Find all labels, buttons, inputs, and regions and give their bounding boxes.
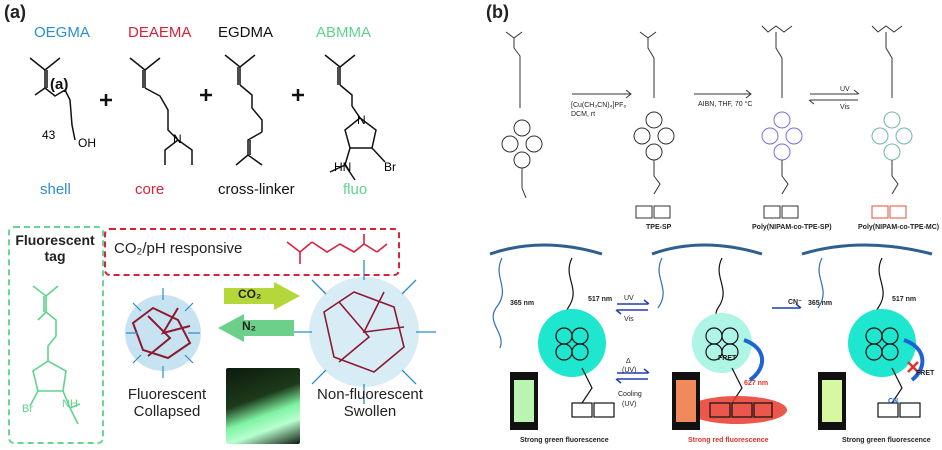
monomer-structures <box>29 54 386 181</box>
arrow-co2-label: CO₂ <box>238 287 262 301</box>
vial-photo <box>226 368 300 444</box>
caption-green-1: Strong green fluorescence <box>520 437 609 444</box>
compound-tpe-sp: TPE-SP <box>646 224 672 231</box>
label-uv: UV <box>624 295 634 302</box>
oegma-subscript: 43 <box>42 128 56 142</box>
label-365nm-3: 365 nm <box>808 300 833 307</box>
monomer-name-oegma: OEGMA <box>34 24 90 41</box>
role-shell: shell <box>40 181 71 198</box>
label-627nm: 627 nm <box>744 380 769 387</box>
label-cn-minus: CN⁻ <box>788 299 802 306</box>
co2-ph-structure <box>286 234 388 264</box>
abmma-hn: HN <box>334 160 352 174</box>
inner-panel-label: (a) <box>50 76 69 93</box>
compound-poly-tpe-sp: Poly(NIPAM-co-TPE-SP) <box>752 224 832 231</box>
panel-a-label: (a) <box>4 2 26 22</box>
scheme-uv: UV <box>840 86 850 93</box>
scheme-vis: Vis <box>840 104 850 111</box>
caption-green-2: Strong green fluorescence <box>842 437 931 444</box>
abmma-nitrogen: N <box>357 113 366 127</box>
caption-red: Strong red fluorescence <box>688 437 769 444</box>
nanogel-swollen <box>292 260 436 404</box>
label-fret-2: FRET <box>916 370 935 377</box>
co2-ph-responsive-box <box>104 228 400 276</box>
abmma-br: Br <box>384 160 396 174</box>
panel-b-label: (b) <box>486 2 509 22</box>
vial-green-1 <box>510 372 538 430</box>
nanogel-collapsed <box>125 288 201 378</box>
reagents-step-1: [Cu(CH₃CN)₄]PF₆ DCM, rt <box>571 102 627 118</box>
label-delta-uv: (UV) <box>622 367 637 374</box>
vial-green-2 <box>818 372 846 430</box>
oegma-oh: OH <box>78 136 96 150</box>
deaema-nitrogen: N <box>173 132 182 146</box>
label-fret-1: FRET <box>718 355 737 362</box>
monomer-name-deaema: DEAEMA <box>128 24 192 41</box>
label-517nm-3: 517 nm <box>892 296 917 303</box>
monomer-name-abmma: ABMMA <box>316 24 372 41</box>
label-vis: Vis <box>624 316 634 323</box>
label-delta: Δ <box>626 358 631 365</box>
fluorescent-tag-box <box>8 226 104 444</box>
swollen-label: Non-fluorescent Swollen <box>317 386 423 420</box>
collapsed-label: Fluorescent Collapsed <box>127 386 207 420</box>
label-cn: CN <box>888 398 899 405</box>
monomer-name-egdma: EGDMA <box>218 24 274 41</box>
label-517nm-1: 517 nm <box>588 296 613 303</box>
reagents-step-2: AIBN, THF, 70 °C <box>698 101 753 108</box>
role-cross-linker: cross-linker <box>218 181 295 198</box>
reaction-scheme <box>501 25 913 219</box>
role-core: core <box>135 181 165 198</box>
fret-mechanism <box>489 243 933 424</box>
tag-br: Br <box>22 403 33 415</box>
label-cooling-uv: (UV) <box>622 401 637 408</box>
fluorescent-tag-structure <box>29 285 81 425</box>
label-cooling: Cooling <box>618 391 642 398</box>
tag-nh: NH <box>62 398 78 410</box>
vial-red <box>672 372 700 430</box>
role-fluo: fluo <box>343 181 368 198</box>
fluorescent-tag-title: Fluorescent tag <box>15 232 95 264</box>
compound-poly-tpe-mc: Poly(NIPAM-co-TPE-MC) <box>858 224 940 231</box>
label-365nm-1: 365 nm <box>510 300 535 307</box>
co2-n2-arrows <box>218 282 300 342</box>
arrow-n2-label: N₂ <box>242 319 256 333</box>
co2-ph-title: CO₂/pH responsive <box>114 240 243 257</box>
